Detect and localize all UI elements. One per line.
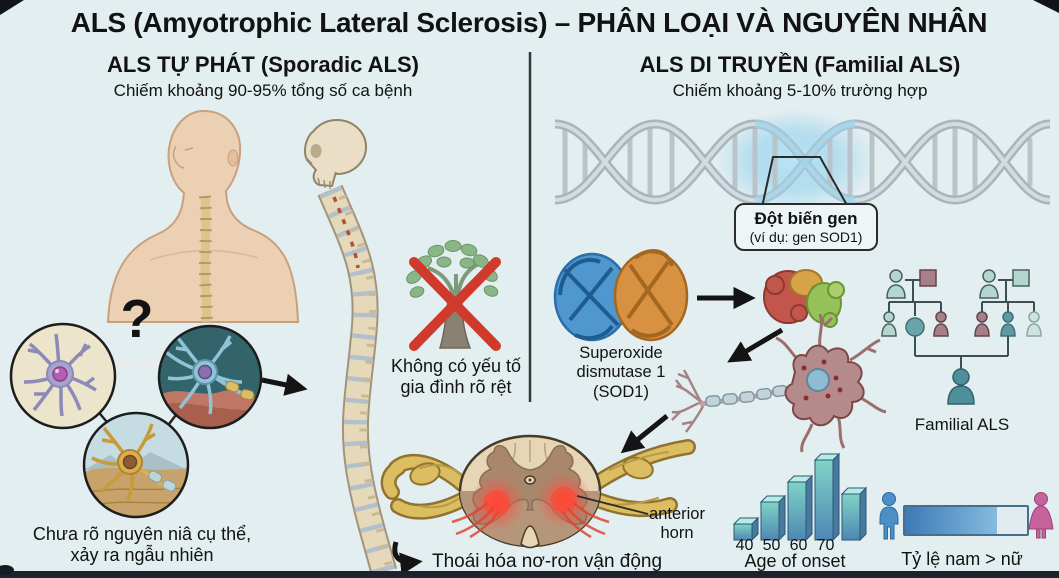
sex-ratio-bar — [903, 505, 1029, 536]
sod1-caption: Superoxide dismutase 1 (SOD1) — [577, 344, 666, 402]
human-torso-illustration — [106, 109, 300, 323]
diseased-neuron-icon — [671, 313, 887, 453]
age-bar — [787, 481, 807, 541]
page-title: ALS (Amyotrophic Lateral Sclerosis) – PH… — [70, 7, 988, 38]
age-tick-label: 40 — [735, 537, 754, 554]
female-icon — [1028, 492, 1054, 539]
sex-ratio-male-fill — [905, 507, 997, 534]
arrow-degeneration — [392, 541, 423, 575]
age-bar — [859, 486, 867, 542]
no-family-tree-icon — [406, 240, 501, 351]
sporadic-subheading: Chiếm khoảng 90-95% tổng số ca bệnh — [113, 81, 413, 100]
gene-mutation-line1: Đột biến gen — [754, 209, 858, 228]
sod1-line2: dismutase 1 — [576, 363, 666, 382]
neuron-circle-2 — [159, 326, 261, 428]
age-chart-caption: Age of onset — [744, 551, 846, 571]
neuron-circle-1 — [11, 324, 115, 428]
male-icon — [879, 492, 899, 540]
torso-spine — [200, 195, 212, 323]
random-cause-line1: Chưa rõ nguyên niâ cụ thể, — [32, 524, 252, 544]
sod1-protein-icon — [553, 249, 689, 342]
no-family-caption: Không có yếu tố gia đình rõ rệt — [391, 356, 521, 398]
pedigree-caption: Familial ALS — [914, 415, 1010, 434]
age-tick-row: 40 50 60 70 — [731, 537, 839, 555]
sporadic-heading: ALS TỰ PHÁT (Sporadic ALS) — [107, 52, 419, 77]
age-bar — [733, 523, 753, 541]
age-bar — [832, 452, 840, 542]
age-tick-label: 50 — [762, 537, 781, 554]
neuron-circle-3 — [84, 413, 188, 517]
degeneration-caption: Thoái hóa nơ-ron vận động — [432, 551, 663, 572]
question-mark: ? — [120, 289, 154, 349]
corner-artifact-left — [0, 0, 24, 15]
age-bar — [778, 494, 786, 542]
random-cause-line2: xảy ra ngẫu nhiên — [70, 545, 214, 566]
skull-icon — [303, 119, 367, 189]
sod1-line1: Superoxide — [579, 344, 663, 362]
sex-ratio-caption: Tỷ lệ nam > nữ — [901, 549, 1023, 569]
pedigree-members — [881, 269, 1042, 405]
gene-mutation-label: Đột biến gen (ví dụ: gen SOD1) — [750, 209, 863, 246]
familial-heading: ALS DI TRUYỀN (Familial ALS) — [639, 52, 961, 77]
corner-artifact-right — [1033, 0, 1059, 13]
age-tick-label: 60 — [789, 537, 808, 554]
gene-mutation-line2: (ví dụ: gen SOD1) — [749, 229, 863, 246]
gene-mutation-callout — [734, 156, 878, 251]
no-family-line2: gia đình rõ rệt — [400, 377, 512, 398]
age-bar — [841, 493, 861, 541]
dna-helix-illustration — [554, 109, 1051, 213]
age-bar — [814, 459, 834, 541]
sporadic-neuron-circles — [9, 322, 263, 519]
arrow-neuron-to-cord — [620, 414, 669, 454]
familial-subheading: Chiếm khoảng 5-10% trường hợp — [672, 81, 928, 100]
pedigree-chart — [888, 279, 1035, 370]
age-of-onset-chart — [732, 452, 868, 542]
spinal-cord-section — [380, 434, 696, 549]
red-cross-icon — [409, 257, 501, 351]
age-bar — [760, 501, 780, 541]
arrow-misfolded-to-neuron — [727, 327, 784, 363]
random-cause-caption: Chưa rõ nguyên niâ cụ thể, xảy ra ngẫu n… — [33, 524, 251, 566]
lateral-spine-illustration — [303, 119, 398, 576]
anterior-horn-label: anterior horn — [649, 505, 705, 544]
sod1-line3: (SOD1) — [593, 382, 649, 401]
anterior-horn-line1: anterior — [649, 505, 705, 523]
anterior-horn-pointer — [576, 495, 649, 515]
arrow-neurons-to-spine — [261, 373, 308, 396]
no-family-line1: Không có yếu tố — [390, 356, 522, 376]
age-tick-label: 70 — [816, 537, 835, 554]
bottom-strip — [0, 571, 1059, 578]
anterior-horn-line2: horn — [660, 524, 694, 543]
age-bar — [805, 474, 813, 542]
